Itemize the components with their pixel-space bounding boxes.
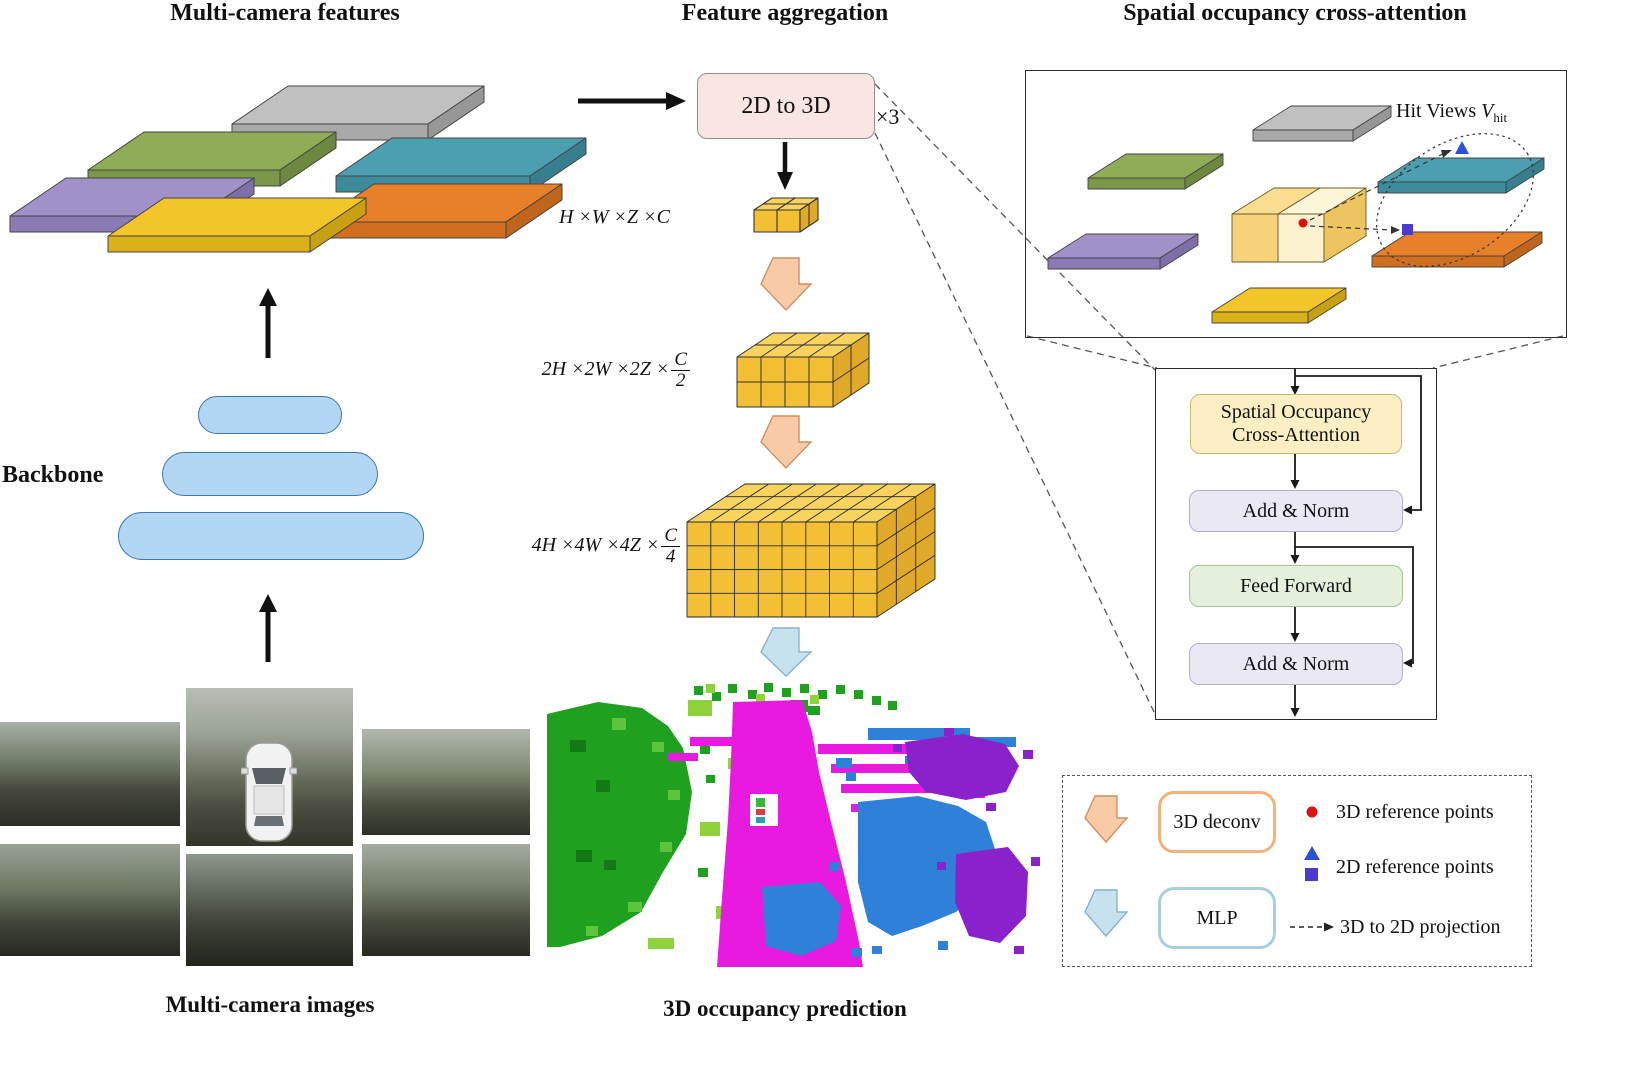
legend-3d-ref-dot-icon [1306,806,1318,818]
camera-image-back-left [0,844,180,956]
hit-plane-orange [1371,231,1543,268]
deconv-arrow-1 [760,257,813,312]
2d3d-down-arrow [777,142,793,190]
2d-reference-square [1402,224,1413,235]
legend-2d-ref-label: 2D reference points [1336,856,1494,878]
feature-plane-orange [317,183,563,239]
legend-deconv-arrow-icon [1084,795,1129,844]
hit-views-illustration [1047,105,1545,324]
attention-flow-panel [1155,368,1437,720]
soca-box: Spatial Occupancy Cross-Attention [1190,394,1402,454]
dim-label-3-pre: 4H ×4W ×4Z × [531,534,660,557]
legend-deconv-box: 3D deconv [1158,791,1276,853]
voxel-cube-small [753,197,819,233]
legend-3d-ref-label: 3D reference points [1336,801,1494,823]
legend-panel [1062,775,1532,967]
camera-image-front-left [0,722,180,826]
features-to-2d3d-arrow [578,92,686,110]
ego-car-illustration [241,742,297,842]
legend-mlp-box: MLP [1158,887,1276,949]
voxel-cube-medium [736,332,870,408]
zoom-dashed-lines [874,83,1564,715]
feature-plane-yellow [107,197,367,253]
hit-plane-gray [1252,105,1392,142]
backbone-stage-2 [162,452,378,496]
hit-plane-purple [1047,233,1199,270]
attention-flow-arrows [1290,368,1422,717]
caption-multi-camera-images: Multi-camera images [165,992,375,1017]
hit-views-label: Hit Views Vhit [1396,100,1566,126]
caption-occupancy-prediction: 3D occupancy prediction [663,996,907,1021]
times-3-label: ×3 [876,104,900,129]
projection-dashed-arrows [1309,150,1452,234]
camera-image-front-right [362,729,530,835]
hit-views-panel [1025,70,1567,338]
backbone-label: Backbone [2,462,104,488]
title-feature-aggregation: Feature aggregation [681,0,889,26]
hit-views-ellipse [1376,133,1534,267]
hit-plane-teal [1377,157,1545,194]
soca-line-2: Cross-Attention [1232,424,1360,446]
2d-to-3d-box: 2D to 3D [697,73,875,139]
backbone-stage-3 [118,512,424,560]
feature-plane-green [87,131,337,187]
legend-2d-ref-square-icon [1305,868,1318,881]
3d-reference-point-dot [1298,218,1308,228]
soca-line-1: Spatial Occupancy [1220,401,1372,423]
voxel-cube-large [686,483,936,618]
legend-projection-arrow-icon [1290,922,1334,932]
title-multi-camera-features: Multi-camera features [170,0,400,26]
images-up-arrow [259,594,277,662]
hit-views-symbol: V [1481,100,1494,122]
add-norm-box-2: Add & Norm [1189,643,1403,685]
occupancy-voxel-scene [547,683,1040,967]
legend-mlp-arrow-icon [1084,889,1129,938]
legend-2d-ref-triangle-icon [1304,846,1320,860]
add-norm-box-1: Add & Norm [1189,490,1403,532]
hit-views-label-text: Hit Views [1396,100,1482,122]
multi-camera-feature-planes [9,85,587,253]
2d-reference-triangle [1455,141,1469,154]
feature-plane-teal [335,137,587,193]
feed-forward-box: Feed Forward [1189,565,1403,607]
camera-image-front [186,688,353,846]
legend-markers [1084,795,1334,938]
dim-label-2-pre: 2H ×2W ×2Z × [541,358,670,381]
camera-image-back [186,854,353,966]
soca-box-text: Spatial Occupancy Cross-Attention [1221,401,1372,447]
deconv-arrow-2 [760,415,813,470]
query-voxel-cube [1231,187,1367,263]
hit-plane-green [1087,153,1224,190]
hit-views-subscript: hit [1493,110,1508,125]
feature-plane-gray [231,85,485,141]
legend-projection-label: 3D to 2D projection [1340,916,1501,938]
backbone-up-arrow [259,288,277,358]
title-spatial-occupancy: Spatial occupancy cross-attention [1123,0,1467,26]
mlp-arrow [760,627,813,677]
dim-label-1: H ×W ×Z ×C [558,206,670,228]
hit-plane-yellow [1211,287,1347,324]
camera-image-back-right [362,844,530,956]
backbone-stage-1 [198,396,342,434]
